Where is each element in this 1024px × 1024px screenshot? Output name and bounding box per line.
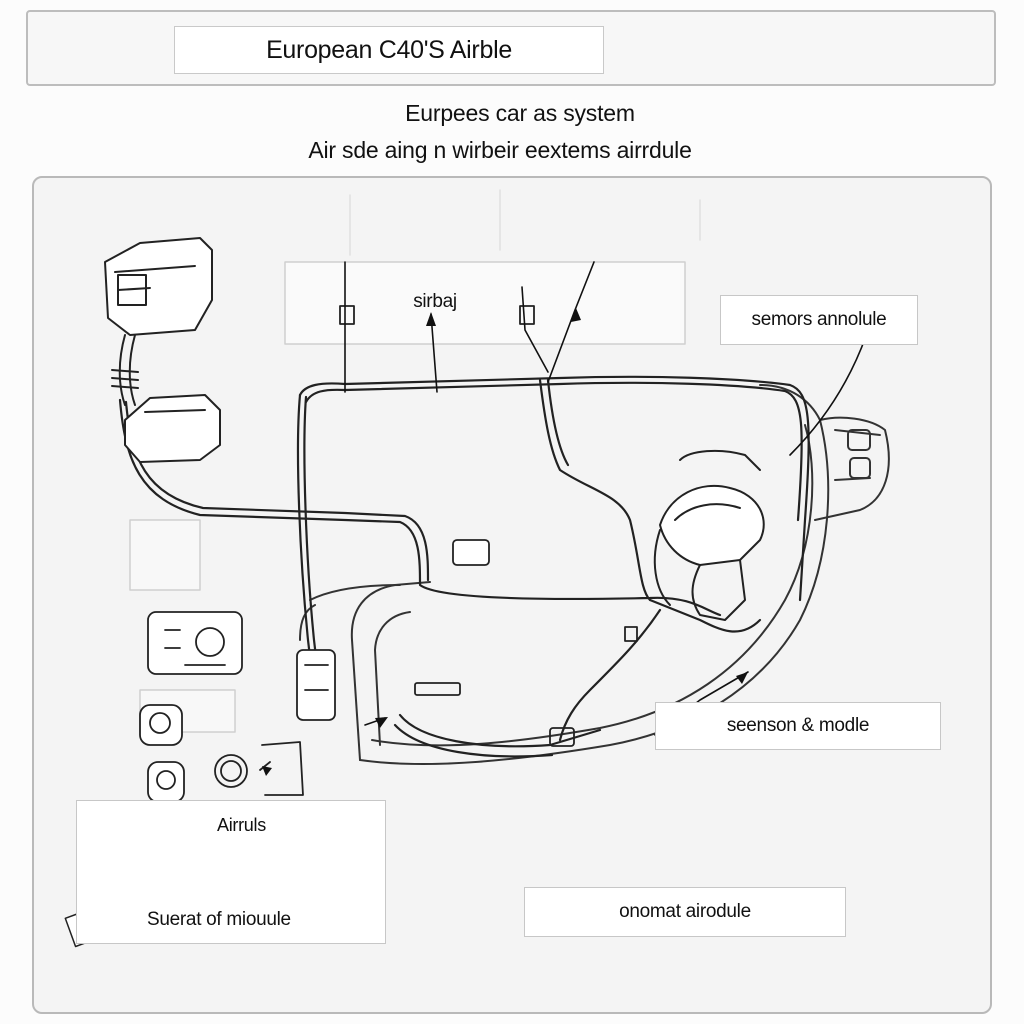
mid-left-connector	[124, 394, 221, 463]
label-control-module: onomat airodule	[524, 887, 846, 937]
small-components	[139, 305, 638, 803]
label-airbag: sirbaj	[360, 282, 510, 322]
label-airbag-text: sirbaj	[413, 291, 457, 312]
label-control-module-text: onomat airodule	[619, 901, 751, 922]
label-sensors-module-top-text: semors annolule	[751, 309, 887, 330]
label-sensor-module-right-text: seenson & modle	[726, 715, 870, 736]
seat-frame	[653, 449, 765, 621]
label-sensor-module-right: seenson & modle	[655, 702, 941, 750]
subtitle-line-1: Eurpees car as system	[405, 100, 635, 126]
wiring-harness	[118, 375, 810, 758]
top-left-connector	[104, 237, 213, 406]
title-box: European C40'S Airble	[174, 26, 604, 74]
label-sensors-module-top: semors annolule	[720, 295, 918, 345]
subtitle-line-2: Air sde aing n wirbeir eextems airrdule	[308, 137, 692, 163]
background-boxes	[129, 189, 701, 733]
label-seat-module-text: Suerat of miouule	[147, 909, 291, 930]
label-airbags-left: Airruls Suerat of miouule	[76, 800, 386, 944]
label-airbags-left-text: Airruls	[217, 815, 266, 835]
page-title: European C40'S Airble	[266, 35, 512, 64]
title-bar: European C40'S Airble	[26, 10, 996, 86]
